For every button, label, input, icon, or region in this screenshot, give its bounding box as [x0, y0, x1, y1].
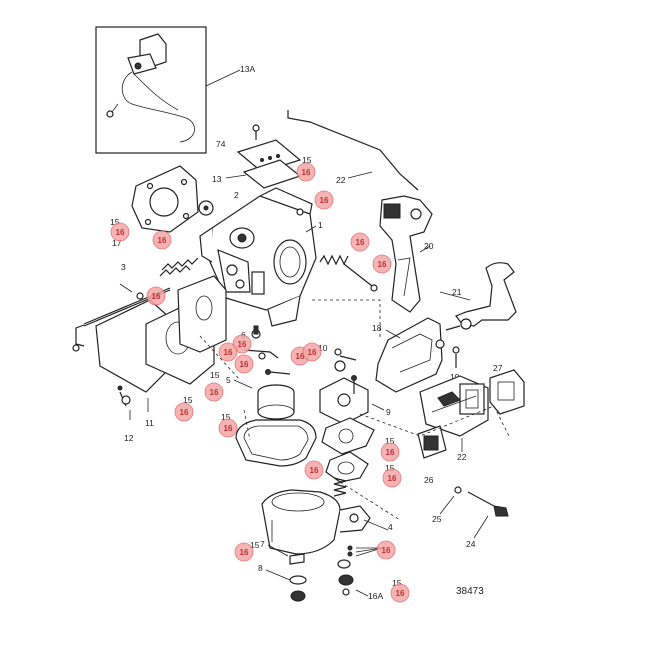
svg-text:16: 16 [388, 474, 397, 483]
svg-text:16: 16 [224, 348, 233, 357]
highlight-16-marker: 16 [350, 232, 370, 252]
svg-text:16: 16 [180, 408, 189, 417]
svg-text:16: 16 [310, 466, 319, 475]
svg-text:16: 16 [210, 388, 219, 397]
choke-assembly: 22 27 26 [417, 363, 525, 485]
highlight-16-marker: 16 [204, 382, 224, 402]
label-10: 10 [318, 343, 328, 353]
svg-text:16: 16 [152, 292, 161, 301]
left-spring [159, 257, 199, 277]
label-5: 5 [226, 375, 231, 385]
highlight-16-marker: 16 [146, 286, 166, 306]
label-16a: 16A [368, 591, 383, 601]
svg-text:16: 16 [308, 348, 317, 357]
label-15-jet: 15 [392, 578, 402, 588]
svg-text:16: 16 [224, 424, 233, 433]
bowl-spring [333, 477, 347, 497]
label-3: 3 [121, 262, 126, 272]
label-15-float: 15 [210, 370, 220, 380]
svg-text:16: 16 [382, 546, 391, 555]
label-26: 26 [424, 475, 434, 485]
svg-text:16: 16 [116, 228, 125, 237]
label-2: 2 [234, 190, 239, 200]
idle-needle: 25 24 [432, 486, 509, 549]
svg-text:16: 16 [238, 340, 247, 349]
inset-electric-choke: 13A [95, 26, 255, 154]
highlight-16-marker: 16 [218, 342, 238, 362]
highlight-16-marker: 16 [174, 402, 194, 422]
flange-gasket: 15 17 2 [110, 165, 239, 248]
top-plate-assembly: 74 13 15 [212, 124, 312, 189]
carburetor-body: 1 [199, 187, 323, 327]
label-12: 12 [124, 433, 134, 443]
cam-lever: 21 [439, 262, 517, 331]
label-15-gasket: 15 [110, 217, 120, 227]
linkage-rod: 22 [287, 110, 419, 191]
svg-text:16: 16 [240, 548, 249, 557]
label-15-bowl-gasket: 15 [221, 412, 231, 422]
label-11: 11 [145, 418, 154, 428]
highlight-16-marker: 16 [218, 418, 238, 438]
float [257, 384, 295, 420]
highlight-16-marker: 16 [234, 542, 254, 562]
float-bowl: 4 [261, 489, 393, 555]
label-1: 1 [318, 220, 323, 230]
highlight-16-marker: 16 [232, 334, 252, 354]
label-9: 9 [386, 407, 391, 417]
label-8: 8 [258, 563, 263, 573]
svg-text:16: 16 [296, 352, 305, 361]
svg-text:16: 16 [302, 168, 311, 177]
label-27: 27 [493, 363, 503, 373]
figure-number: 38473 [456, 586, 484, 597]
label-18: 18 [372, 323, 382, 333]
label-74: 74 [216, 139, 226, 149]
highlight-16-marker: 16 [234, 354, 254, 374]
svg-text:16: 16 [240, 360, 249, 369]
highlight-16-marker: 16 [390, 583, 410, 603]
label-4: 4 [388, 522, 393, 532]
label-13: 13 [212, 174, 222, 184]
dashed-guides [199, 299, 511, 521]
label-22-rod: 22 [336, 175, 346, 185]
svg-text:16: 16 [356, 238, 365, 247]
highlight-16-marker: 16 [380, 442, 400, 462]
highlight-16-marker: 16 [304, 460, 324, 480]
label-20: 20 [424, 241, 434, 251]
label-15-seat: 15 [385, 463, 395, 473]
highlight-16-marker: 16 [152, 230, 172, 250]
highlight-16-marker: 16 [302, 342, 322, 362]
jets: 7 8 16A 15 [258, 539, 402, 602]
label-25: 25 [432, 514, 442, 524]
highlight-16-marker: 16 [372, 254, 392, 274]
throttle-lever: 20 [379, 195, 434, 313]
label-15-valve: 15 [385, 436, 395, 446]
highlight-16-marker: 16 [376, 540, 396, 560]
label-15-jet-left: 15 [250, 540, 260, 550]
label-19: 19 [450, 372, 460, 382]
label-24: 24 [466, 539, 476, 549]
bowl-gasket [235, 419, 317, 467]
label-13a: 13A [240, 64, 255, 74]
svg-text:16: 16 [396, 589, 405, 598]
label-15-top: 15 [302, 155, 312, 165]
highlight-16-marker: 16 [382, 468, 402, 488]
label-17: 17 [112, 238, 122, 248]
needle-valve: 9 15 15 [319, 375, 395, 483]
highlight-16-marker: 16 [296, 162, 316, 182]
label-21: 21 [452, 287, 462, 297]
svg-text:16: 16 [386, 448, 395, 457]
highlight-16-marker: 16 [110, 222, 130, 242]
label-22-choke: 22 [457, 452, 467, 462]
label-15-plate: 15 [183, 395, 193, 405]
label-7: 7 [260, 539, 265, 549]
idle-screw [319, 254, 378, 292]
svg-text:16: 16 [320, 196, 329, 205]
throttle-bracket: 18 19 [372, 317, 460, 393]
highlight-16-marker: 16 [314, 190, 334, 210]
diaphragm-plates: 12 11 [95, 275, 227, 443]
svg-text:16: 16 [378, 260, 387, 269]
svg-text:16: 16 [158, 236, 167, 245]
